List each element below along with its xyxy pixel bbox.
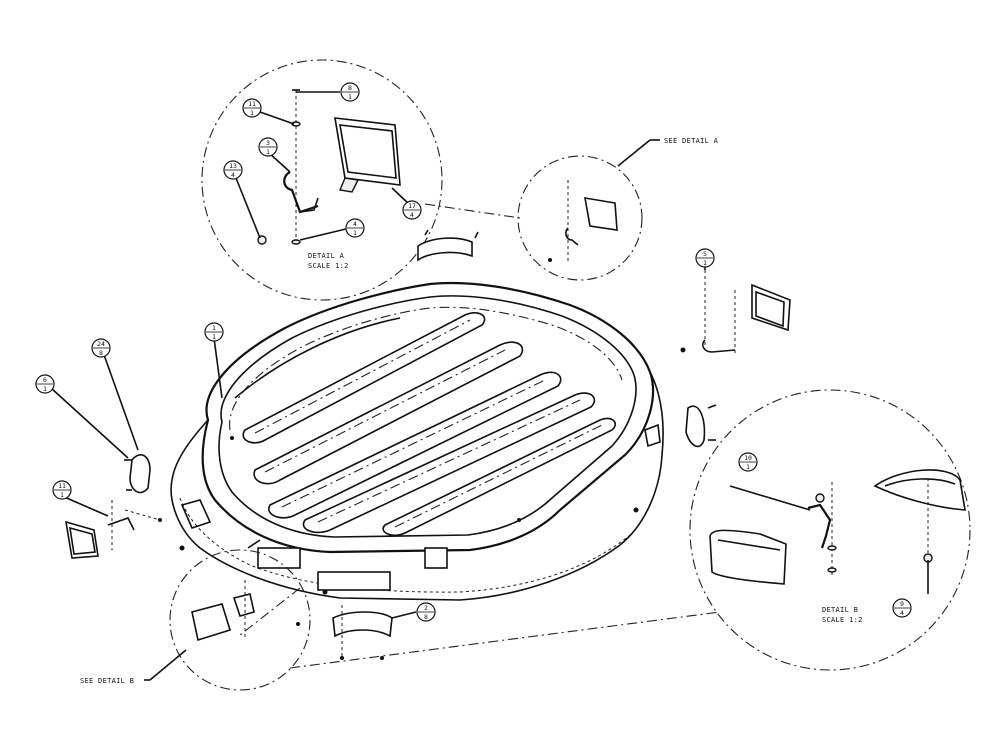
balloon-b4: 134 [223,160,243,180]
svg-text:11: 11 [248,100,256,108]
svg-text:17: 17 [408,202,416,210]
balloon-b13: 101 [738,452,758,472]
balloon-b8: 11 [204,322,224,342]
svg-text:2: 2 [424,604,428,612]
balloon-b11: 111 [52,480,72,500]
svg-text:8: 8 [99,349,103,357]
svg-text:1: 1 [43,385,47,393]
balloon-b7: 51 [695,248,715,268]
svg-text:4: 4 [410,211,414,219]
svg-text:10: 10 [744,454,752,462]
detail-a-view: DETAIL A SCALE 1:2 [201,59,443,301]
front-lamp-recess-center [317,571,391,591]
svg-text:1: 1 [348,93,352,101]
svg-text:24: 24 [97,340,105,348]
svg-text:13: 13 [229,162,237,170]
see-detail-b-view: SEE DETAIL B [80,549,311,691]
svg-text:1: 1 [60,491,64,499]
balloon-b1: 81 [340,82,360,102]
rear-work-lamp-right [680,270,791,355]
svg-text:1: 1 [212,333,216,341]
balloon-b12: 28 [416,602,436,622]
see-detail-b-label: SEE DETAIL B [80,677,134,685]
marker-lamp-top [417,229,479,262]
detail-a-label: DETAIL A [308,252,345,260]
balloon-b10: 61 [35,374,55,394]
detail-b-link [289,611,721,669]
balloon-b3: 31 [258,137,278,157]
see-detail-a-label: SEE DETAIL A [664,137,719,145]
svg-text:4: 4 [231,171,235,179]
svg-text:3: 3 [266,139,270,147]
balloon-b5: 174 [402,200,422,220]
front-lamp-lower [332,605,393,660]
svg-text:4: 4 [900,609,904,617]
roof-ribs [234,311,616,537]
detail-a-scale: SCALE 1:2 [308,262,349,270]
balloon-b6: 41 [345,218,365,238]
svg-text:8: 8 [424,613,428,621]
balloon-b9: 248 [91,338,111,358]
see-detail-a-view: SEE DETAIL A [517,137,719,281]
front-vent [424,547,448,569]
svg-text:1: 1 [250,109,254,117]
svg-text:4: 4 [353,220,357,228]
detail-b-label: DETAIL B [822,606,858,614]
roof-canopy [170,281,664,601]
svg-text:1: 1 [746,463,750,471]
detail-b-view: DETAIL B SCALE 1:2 [689,389,971,671]
work-lamp-left [65,500,162,559]
svg-text:1: 1 [212,324,216,332]
svg-text:1: 1 [703,259,707,267]
front-lamp-recess-left [257,547,301,569]
svg-text:1: 1 [266,148,270,156]
leader-lines [50,262,929,619]
svg-text:6: 6 [43,376,47,384]
side-marker-right [685,404,717,448]
detail-a-link [424,203,521,219]
side-marker-left [124,454,151,494]
detail-b-scale: SCALE 1:2 [822,616,863,624]
svg-text:11: 11 [58,482,66,490]
svg-text:8: 8 [348,84,352,92]
svg-text:9: 9 [900,600,904,608]
svg-text:5: 5 [703,250,707,258]
svg-text:1: 1 [353,229,357,237]
balloon-b2: 111 [242,98,262,118]
balloon-b14: 94 [892,598,912,618]
